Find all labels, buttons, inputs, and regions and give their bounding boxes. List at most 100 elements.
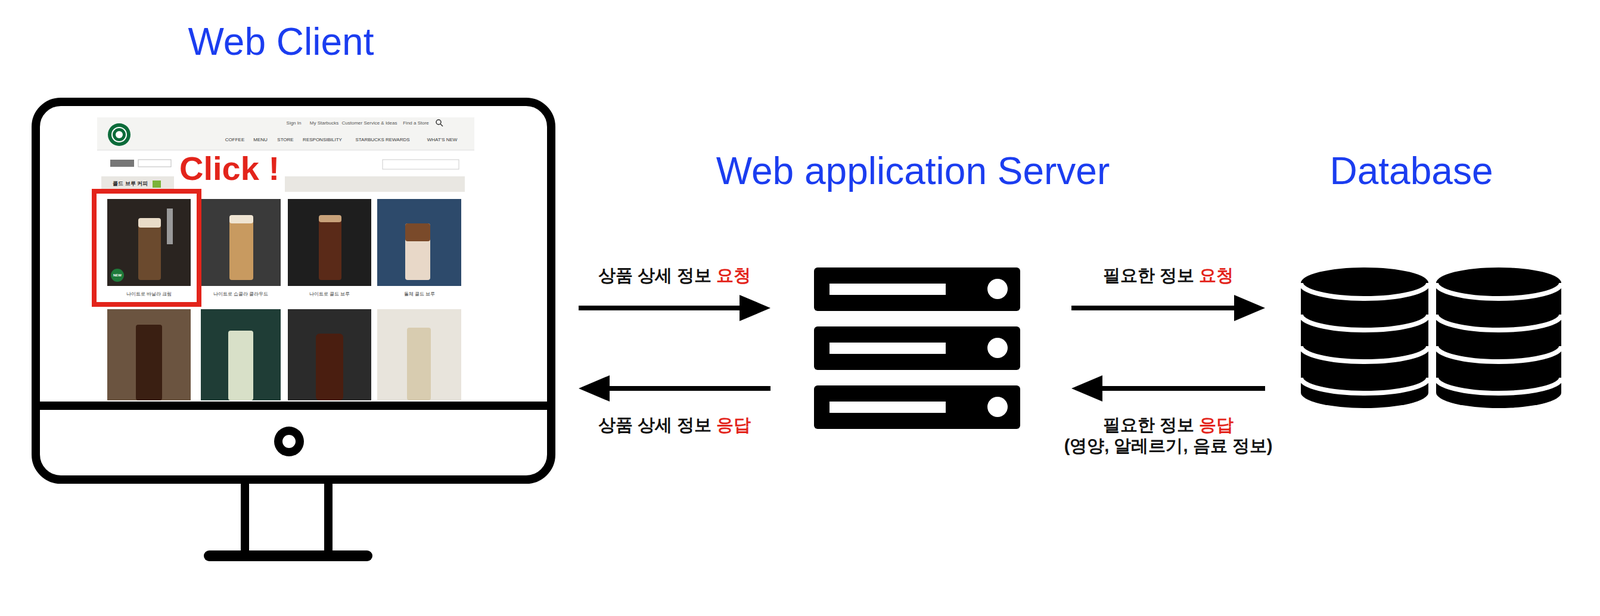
illustration-part <box>987 337 1008 359</box>
screen-text: 나이트로 바닐라 크림 <box>126 291 172 298</box>
illustration-part <box>107 199 191 287</box>
illustration-part <box>829 283 946 295</box>
monitor <box>31 101 556 562</box>
illustration-part <box>405 223 431 281</box>
node-title: Database <box>1330 149 1494 194</box>
illustration-part <box>829 401 946 413</box>
server-node: Web application Server <box>814 267 1021 430</box>
label-line: 필요한 정보 요청 <box>1103 265 1234 287</box>
screen-text: 나이트로 쇼콜라 클라우드 <box>213 291 269 298</box>
screen-text: Find a Store <box>402 120 430 127</box>
client-node: Web Client <box>35 17 552 564</box>
illustration-part <box>287 199 372 287</box>
illustration-part <box>166 208 173 245</box>
illustration-part <box>97 117 475 151</box>
label-words: 상품 상세 정보 <box>598 415 717 435</box>
flow-arrow <box>605 386 771 391</box>
illustration-part <box>31 401 556 410</box>
label-line: 필요한 정보 응답 <box>1064 414 1273 436</box>
label-words: 상품 상세 정보 <box>598 265 717 285</box>
illustration-part <box>110 159 135 167</box>
illustration-part <box>229 215 254 224</box>
illustration-part <box>1436 377 1562 394</box>
illustration-part <box>814 326 1021 371</box>
screen-text: My Starbucks <box>309 120 339 127</box>
label-words: 필요한 정보 <box>1103 415 1199 435</box>
screen-text: 콜드 브루 커피 <box>112 181 148 188</box>
illustration-part <box>229 217 254 281</box>
label-line: 상품 상세 정보 요청 <box>598 265 751 287</box>
illustration-part <box>377 309 462 401</box>
illustration-part <box>1436 346 1562 362</box>
illustration-part <box>315 333 344 401</box>
illustration-part <box>107 123 131 146</box>
illustration-part <box>814 385 1021 430</box>
illustration-part <box>440 123 443 127</box>
label-words: 필요한 정보 <box>1103 265 1199 285</box>
click-callout: Click ! <box>179 150 280 188</box>
illustration-part <box>274 426 304 457</box>
screen-text: NEW <box>113 273 122 278</box>
screen-text: COFFEE <box>225 137 245 144</box>
illustration-part <box>1300 283 1429 299</box>
illustration-part <box>1436 283 1562 299</box>
illustration-part <box>814 267 1021 312</box>
illustration-part <box>324 479 333 555</box>
illustration-part <box>240 479 250 555</box>
illustration-part <box>135 324 163 401</box>
screen-text: Customer Service & Ideas <box>342 120 398 127</box>
illustration-part <box>987 278 1008 300</box>
illustration-part <box>138 220 161 281</box>
label-keyword: 응답 <box>1198 415 1234 435</box>
screen-text: WHAT'S NEW <box>427 137 458 144</box>
illustration-part <box>987 396 1008 418</box>
node-title: Web Client <box>188 20 375 65</box>
illustration-part <box>829 342 946 354</box>
illustration-part <box>1300 377 1429 394</box>
label-keyword: 응답 <box>716 415 751 435</box>
label-keyword: 요청 <box>716 265 751 285</box>
edge-label: 필요한 정보 응답 (영양, 알레르기, 음료 정보) <box>1061 414 1276 457</box>
illustration-part <box>405 223 431 242</box>
illustration-part <box>287 309 372 401</box>
flow-arrow <box>1071 305 1239 311</box>
illustration-part <box>200 309 281 401</box>
illustration-part <box>35 101 552 480</box>
illustration-part <box>284 176 465 192</box>
illustration-part <box>203 550 373 562</box>
illustration-part <box>318 215 342 223</box>
illustration-part <box>112 127 127 142</box>
illustration-part <box>318 217 342 281</box>
screen-text: STARBUCKS REWARDS <box>355 137 410 144</box>
screen-text: MENU <box>253 137 268 144</box>
illustration-part <box>1300 346 1429 362</box>
illustration-part <box>107 309 191 401</box>
illustration-part <box>1436 314 1562 331</box>
label-keyword: 요청 <box>1198 265 1234 285</box>
edge-label: 상품 상세 정보 요청 <box>595 265 754 287</box>
illustration-part <box>94 191 200 305</box>
illustration-part <box>377 199 462 287</box>
illustration-part <box>436 119 441 125</box>
illustration-part <box>115 131 123 139</box>
illustration-part <box>110 268 124 282</box>
illustration-part <box>1300 314 1429 331</box>
label-line: (영양, 알레르기, 음료 정보) <box>1064 435 1273 457</box>
illustration-part <box>138 218 161 228</box>
illustration-part <box>282 435 296 449</box>
edge-label: 필요한 정보 요청 <box>1100 265 1236 287</box>
screen-text: 돌체 콜드 브루 <box>404 291 436 298</box>
server-icon <box>814 267 1021 430</box>
label-line: 상품 상세 정보 응답 <box>598 414 751 436</box>
illustration-part <box>152 180 161 188</box>
illustration-part <box>97 150 475 151</box>
screen-text: STORE <box>277 137 294 144</box>
database-icon <box>1300 267 1562 409</box>
screen-text: 나이트로 콜드 브루 <box>309 291 350 298</box>
edge-label: 상품 상세 정보 응답 <box>595 414 754 436</box>
flow-arrow <box>578 305 744 311</box>
illustration-part <box>228 330 254 401</box>
